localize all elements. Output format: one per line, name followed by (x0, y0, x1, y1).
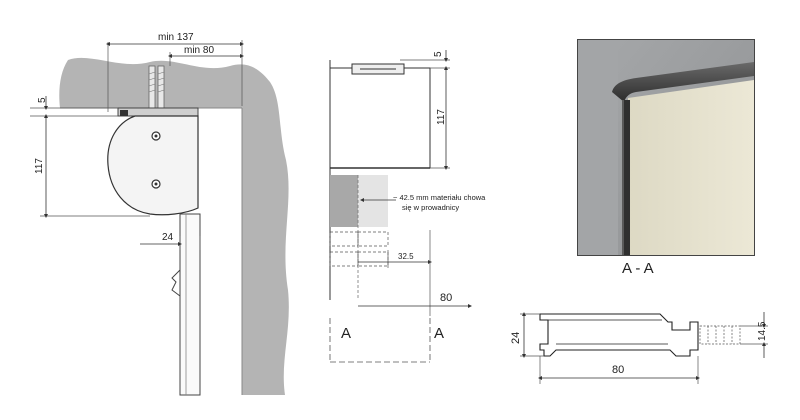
dim-80-front: 80 (440, 292, 452, 304)
side-rail (622, 100, 630, 255)
dim-min137: min 137 (158, 32, 194, 43)
profile-dim-80: 80 (612, 364, 624, 376)
front-cassette (329, 67, 431, 169)
rail-profile-outline (539, 313, 699, 357)
ceiling-wall (59, 57, 289, 395)
brush-seal (699, 325, 741, 345)
mounting-bracket (117, 107, 199, 117)
guide-rail (179, 213, 201, 396)
dim-117: 117 (34, 158, 45, 174)
dim-min80: min 80 (184, 45, 214, 56)
fabric (628, 80, 754, 255)
note-line2: się w prowadnicy (402, 203, 459, 212)
dim-117-front: 117 (436, 109, 447, 125)
dim-5-front: 5 (433, 51, 444, 57)
section-caption: A - A (622, 260, 654, 277)
dim-32-5: 32.5 (398, 252, 414, 261)
installed-blind-photo (577, 39, 755, 256)
dim-5: 5 (37, 97, 48, 103)
fabric-hidden-light (358, 175, 388, 227)
profile-dim-14-5: 14.5 (757, 321, 768, 341)
profile-dim-24: 24 (510, 332, 522, 344)
note-line1: ~ 42.5 mm materiału chowa (393, 193, 486, 202)
fabric-hidden-dark (330, 175, 358, 227)
top-rail (612, 62, 754, 102)
cassette-housing (107, 115, 199, 216)
rail-profile-view: 24 14.5 80 (510, 312, 768, 384)
dim-24: 24 (162, 232, 174, 243)
section-label-right: A (434, 325, 444, 342)
front-view: 5 117 ~ 42.5 mm materiału chowa się w pr… (329, 50, 486, 363)
left-side-view: min 137 min 80 5 117 24 (30, 32, 289, 396)
section-label-left: A (341, 325, 351, 342)
